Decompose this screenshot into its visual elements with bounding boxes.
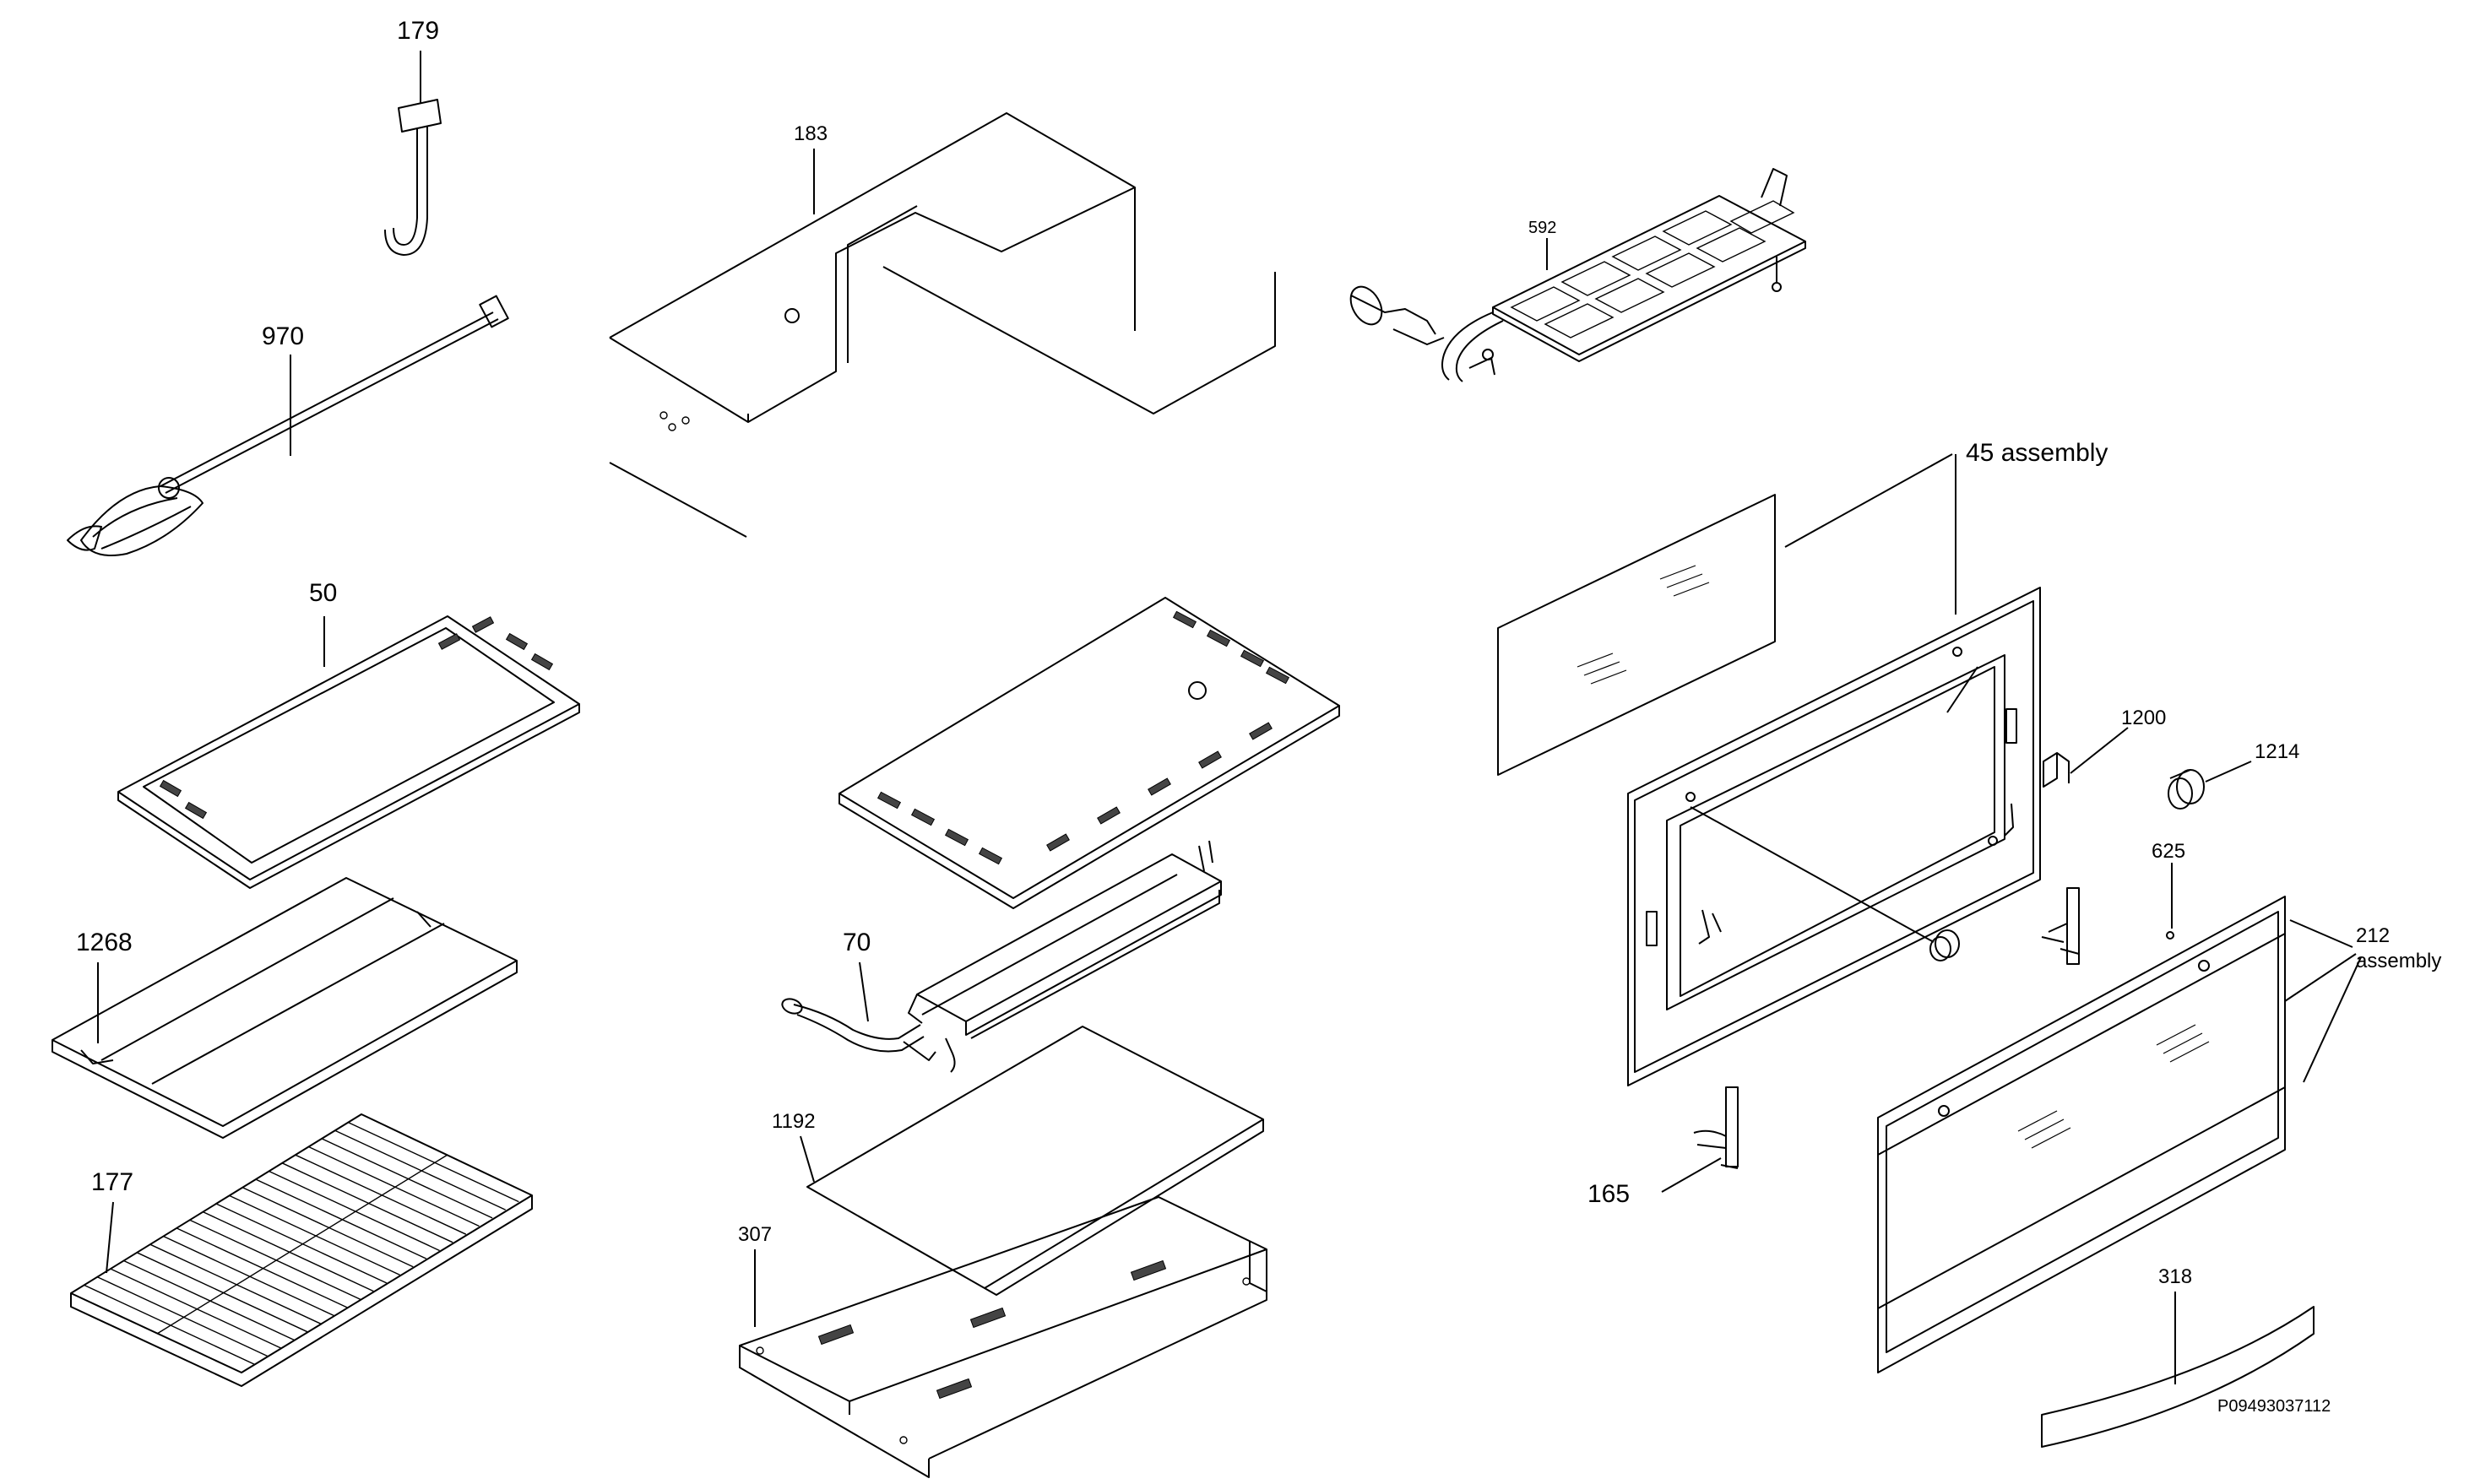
leader-177	[106, 1201, 114, 1274]
part-179-hook	[384, 99, 442, 256]
label-165: 165	[1587, 1180, 1630, 1208]
part-1268-shelf-guides	[52, 877, 518, 1139]
leader-212-a	[2289, 919, 2353, 948]
part-970-rotisserie-spit	[67, 295, 509, 556]
leader-212-c	[2303, 956, 2362, 1083]
rack-bar	[203, 1211, 374, 1292]
rack-bar	[149, 1243, 322, 1324]
part-592-grill-element	[1349, 168, 1806, 382]
part-165-hinge-lower	[1693, 1086, 1739, 1169]
leader-45-a	[1784, 453, 1953, 548]
rack-bar	[334, 1129, 507, 1210]
label-1200: 1200	[2121, 707, 2166, 729]
label-592: 592	[1528, 219, 1556, 237]
rack-bar	[229, 1194, 400, 1275]
leader-212-b	[2284, 953, 2357, 1002]
part-177-wire-rack	[70, 1113, 533, 1387]
label-183: 183	[794, 122, 828, 145]
label-307: 307	[738, 1223, 772, 1246]
part-cavity-panel	[838, 597, 1340, 909]
part-45-inner-glass	[1497, 494, 1776, 776]
part-inner-door-frame	[1627, 587, 2041, 1086]
part-1200-bracket	[2043, 752, 2070, 788]
label-1192: 1192	[772, 1110, 816, 1133]
label-1214: 1214	[2255, 740, 2299, 763]
rack-bar	[110, 1268, 282, 1349]
part-183-top-panel	[609, 112, 1276, 538]
label-1268: 1268	[76, 929, 133, 956]
part-1192-insulation	[806, 1026, 1264, 1296]
leader-165	[1661, 1157, 1722, 1193]
rack-bar	[176, 1227, 348, 1308]
rack-bars	[84, 1122, 519, 1365]
part-hinge-upper	[2041, 887, 2080, 965]
leader-1214	[2205, 761, 2252, 783]
rack-bar	[242, 1187, 414, 1268]
rack-bar	[136, 1252, 308, 1333]
part-212-outer-door	[1877, 896, 2286, 1373]
part-small-bumper	[1929, 929, 1960, 961]
part-307-bottom-panel	[739, 1196, 1267, 1478]
part-1214-bumper	[2168, 769, 2205, 810]
rack-bar	[321, 1138, 493, 1219]
rack-bar	[269, 1170, 440, 1252]
part-318-trim-strip	[2041, 1306, 2315, 1448]
label-318: 318	[2158, 1265, 2192, 1288]
label-212-assembly: assembly	[2356, 950, 2441, 972]
rack-bar	[96, 1276, 269, 1357]
drawing-id: P09493037112	[2217, 1397, 2331, 1416]
leader-bumper-frame	[1690, 806, 1935, 943]
part-70-bottom-element	[781, 840, 1222, 1073]
label-177: 177	[91, 1168, 133, 1196]
rack-bar	[255, 1178, 427, 1259]
leader-1200	[2070, 727, 2129, 774]
label-179: 179	[397, 17, 439, 45]
leader-70	[859, 961, 869, 1022]
label-212: 212	[2356, 924, 2390, 947]
rack-bar	[123, 1259, 295, 1341]
leader-1200-a	[1946, 666, 1978, 713]
label-45-assembly: 45 assembly	[1966, 439, 2108, 467]
part-50-tray	[117, 615, 580, 889]
label-50: 50	[309, 579, 337, 607]
rack-bar	[348, 1122, 519, 1203]
rack-bar	[84, 1284, 255, 1365]
rack-bar	[163, 1235, 334, 1317]
rack-bar	[281, 1162, 453, 1243]
label-625: 625	[2152, 840, 2185, 863]
rack-bar	[308, 1145, 480, 1227]
label-970: 970	[262, 322, 304, 350]
leader-1192	[800, 1135, 815, 1183]
rack-bar	[295, 1154, 467, 1235]
label-70: 70	[843, 929, 871, 956]
rack-bar	[189, 1219, 361, 1300]
rack-bar	[215, 1203, 388, 1284]
